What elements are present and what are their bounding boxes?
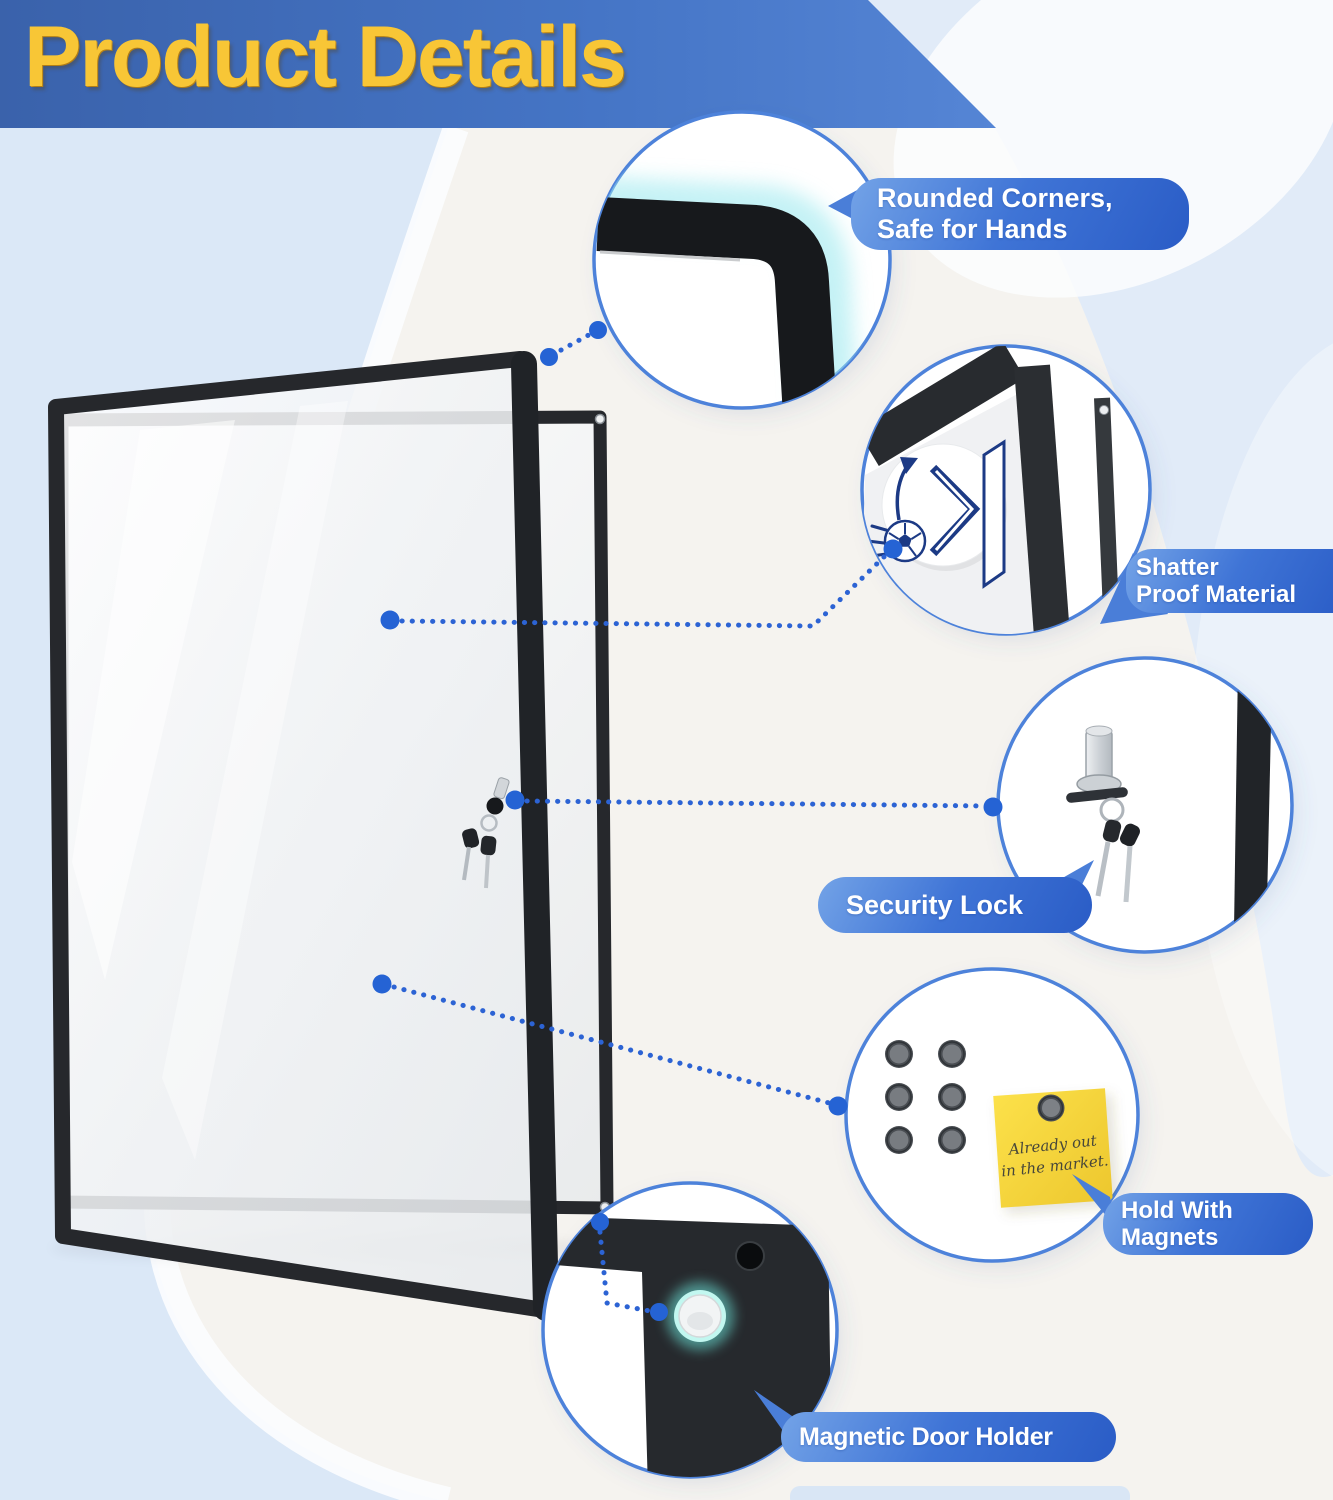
magnet-icon: [938, 1126, 966, 1154]
magnet-icon: [1037, 1094, 1065, 1122]
right-blue-shape: [868, 0, 1333, 1178]
callout-label-line: Hold With: [1121, 1196, 1233, 1224]
frame-side-rail: [1014, 364, 1070, 634]
magnet-icon: [938, 1040, 966, 1068]
callout-label-magnetic-door-holder: Magnetic Door Holder: [781, 1412, 1116, 1462]
callout-circle-rounded-corners: [592, 110, 896, 416]
callout-label-line: Shatter: [1136, 553, 1219, 581]
callout-label-line: Magnetic Door Holder: [799, 1422, 1053, 1451]
callout-label-security-lock: Security Lock: [818, 877, 1092, 933]
hinge-pin-icon: [1099, 405, 1109, 415]
circle-content: [862, 346, 1120, 634]
circle-content: [1066, 664, 1272, 948]
glass-reflection: [72, 420, 235, 980]
circle-content: [543, 1216, 832, 1477]
sticky-note: Already out in the market.: [993, 1088, 1120, 1214]
door-panel-icon: [982, 439, 1006, 589]
circle-content: [596, 177, 857, 408]
glow-magnet-icon: [666, 1282, 734, 1350]
connector-shatter-proof: [399, 550, 891, 629]
connector-rounded-corners: [549, 328, 599, 358]
bulletin-board: [48, 351, 614, 1321]
door-free-edge-rail: [511, 351, 559, 1321]
callout-label-line: Proof Material: [1136, 581, 1297, 608]
callout-label-shatter-proof: Shatter Proof Material: [1126, 549, 1333, 613]
magnet-icon: [885, 1083, 913, 1111]
callout-label-line: Rounded Corners,: [877, 183, 1113, 214]
door-edge-band: [1234, 664, 1272, 948]
lock-icon: [462, 777, 510, 889]
soccer-ball-icon: [866, 519, 927, 563]
magnet-icon: [938, 1083, 966, 1111]
magnet-icon: [885, 1126, 913, 1154]
magnet-icon: [885, 1040, 913, 1068]
connector-dots: [372, 321, 1003, 1321]
frame-corner: [543, 1216, 832, 1477]
callout-label-line: Magnets: [1121, 1224, 1219, 1251]
screw-icon: [735, 1241, 765, 1271]
callout-label-rounded-corners: Rounded Corners, Safe for Hands: [851, 178, 1189, 250]
connectors: [391, 328, 988, 1314]
callout-circle-hold-with-magnets: Already out in the market.: [844, 967, 1144, 1269]
keys-icon: [462, 828, 497, 889]
keyring: [480, 814, 498, 832]
bounce-arrow-icon: [895, 439, 1006, 589]
frame-edge-line: [599, 250, 741, 262]
magnet-grid: [885, 1040, 966, 1154]
callout-label-hold-with-magnets: Hold With Magnets: [1103, 1193, 1313, 1255]
bottom-blue-sliver: [790, 1486, 1130, 1500]
circle-content: Already out in the market.: [885, 1040, 1120, 1214]
key-tag: [493, 777, 510, 800]
connector-hold-with-magnets: [391, 984, 836, 1107]
page-title: Product Details: [24, 9, 627, 105]
keys-icon: [1095, 819, 1140, 903]
glass-reflection: [162, 401, 348, 1160]
frame-top-rail: [862, 346, 1025, 466]
title-banner: [0, 0, 996, 128]
callout-label-line: Security Lock: [846, 889, 1024, 920]
door: [48, 351, 559, 1321]
callout-circle-shatter-proof: [860, 344, 1156, 642]
lock-cylinder: [486, 797, 504, 815]
connector-magnetic-door-holder: [597, 1229, 653, 1314]
callout-label-line: Safe for Hands: [877, 214, 1068, 244]
rounded-corner-frame: [596, 197, 837, 408]
lock-icon: [1066, 725, 1128, 823]
hinge-pin-icon: [594, 413, 606, 425]
